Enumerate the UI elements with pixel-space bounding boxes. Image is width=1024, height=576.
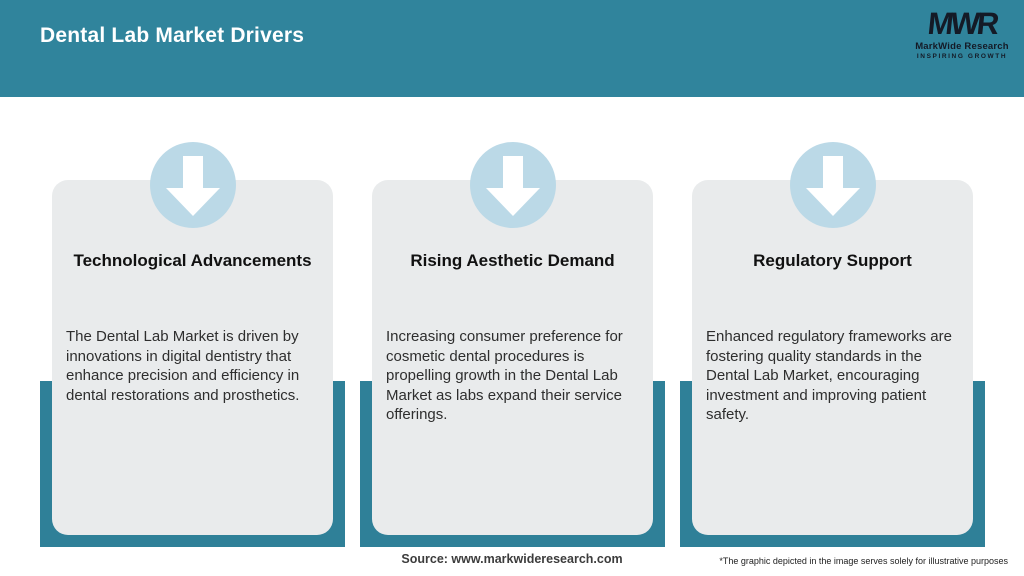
disclaimer-text: *The graphic depicted in the image serve… — [719, 556, 1008, 566]
down-arrow-icon — [150, 142, 236, 228]
markwide-research-logo: MWR MarkWide Research INSPIRING GROWTH — [912, 6, 1012, 60]
card-description: Increasing consumer preference for cosme… — [386, 328, 623, 423]
card-title: Regulatory Support — [753, 251, 912, 270]
header-band: Dental Lab Market Drivers MWR MarkWide R… — [0, 0, 1024, 97]
logo-name: MarkWide Research — [915, 41, 1009, 52]
driver-card-regulatory-support: Regulatory Support Enhanced regulatory f… — [692, 180, 973, 535]
card-description: Enhanced regulatory frameworks are foste… — [706, 328, 952, 423]
logo-tagline: INSPIRING GROWTH — [916, 53, 1008, 60]
logo-monogram: MWR — [925, 6, 999, 41]
source-text: Source: www.markwideresearch.com — [401, 552, 623, 566]
card-description: The Dental Lab Market is driven by innov… — [66, 328, 300, 404]
page-title: Dental Lab Market Drivers — [40, 24, 305, 47]
down-arrow-icon — [470, 142, 556, 228]
driver-card-technological-advancements: Technological Advancements The Dental La… — [52, 180, 333, 535]
down-arrow-glyph — [806, 156, 860, 216]
card-title: Rising Aesthetic Demand — [410, 251, 615, 270]
card-title: Technological Advancements — [73, 251, 312, 270]
down-arrow-glyph — [486, 156, 540, 216]
down-arrow-glyph — [166, 156, 220, 216]
driver-card-rising-aesthetic-demand: Rising Aesthetic Demand Increasing consu… — [372, 180, 653, 535]
down-arrow-icon — [790, 142, 876, 228]
